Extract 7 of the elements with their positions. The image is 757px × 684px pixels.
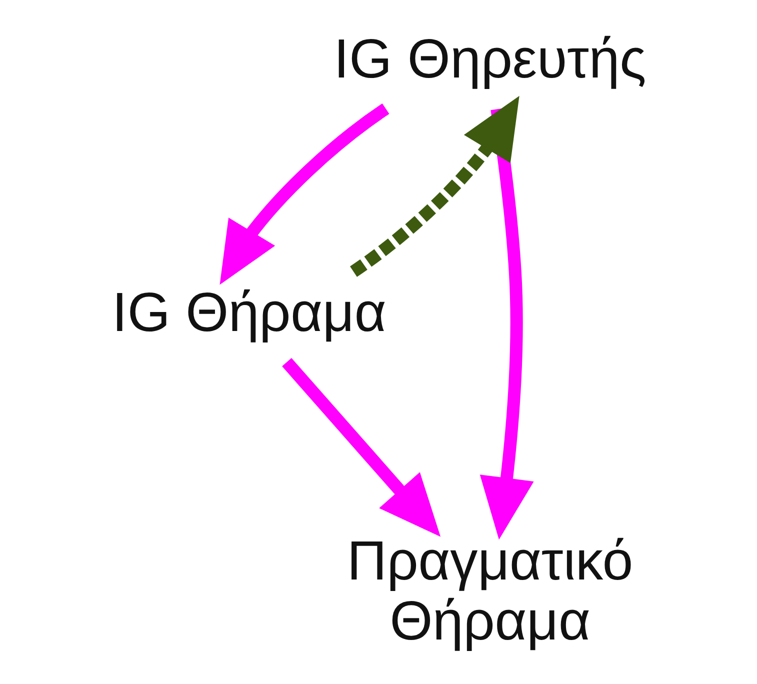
arrow — [282, 358, 440, 537]
arrow — [479, 108, 534, 540]
arrow — [219, 104, 389, 285]
node-text: IG Θηρευτής — [333, 28, 646, 90]
node-text: IG Θήραμα — [112, 280, 386, 343]
arrow — [349, 96, 519, 277]
node-text: Πραγματικό Θήραμα — [346, 529, 633, 652]
